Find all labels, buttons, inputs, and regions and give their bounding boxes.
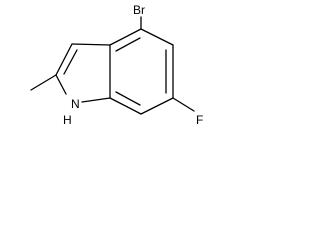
molecule-diagram: Br F N H xyxy=(30,3,203,127)
bond-c3a-c4 xyxy=(109,28,142,46)
bond-c4-c5 xyxy=(140,28,174,46)
bond-c2-n1 xyxy=(55,74,67,95)
bond-group xyxy=(30,16,195,115)
bond-c2-c3-double xyxy=(63,49,78,75)
bond-c3a-c4-double xyxy=(115,37,141,52)
bond-n1-c7a xyxy=(81,97,111,103)
atom-label-group: Br F N H xyxy=(63,3,203,127)
bond-c7-c7a-double xyxy=(115,91,141,106)
nitrogen-hydrogen-label: H xyxy=(63,113,72,127)
fluorine-label: F xyxy=(196,113,203,127)
bond-c6-c7 xyxy=(140,97,174,115)
bromine-label: Br xyxy=(133,3,145,17)
bond-c7-c7a xyxy=(109,97,142,115)
bond-c2-c3 xyxy=(55,43,73,76)
nitrogen-label: N xyxy=(71,97,80,111)
bond-methyl-c2 xyxy=(30,74,57,91)
bond-c3-c3a xyxy=(71,43,111,46)
bond-c6-f xyxy=(172,97,195,112)
structure-canvas: Br F N H xyxy=(0,0,216,140)
